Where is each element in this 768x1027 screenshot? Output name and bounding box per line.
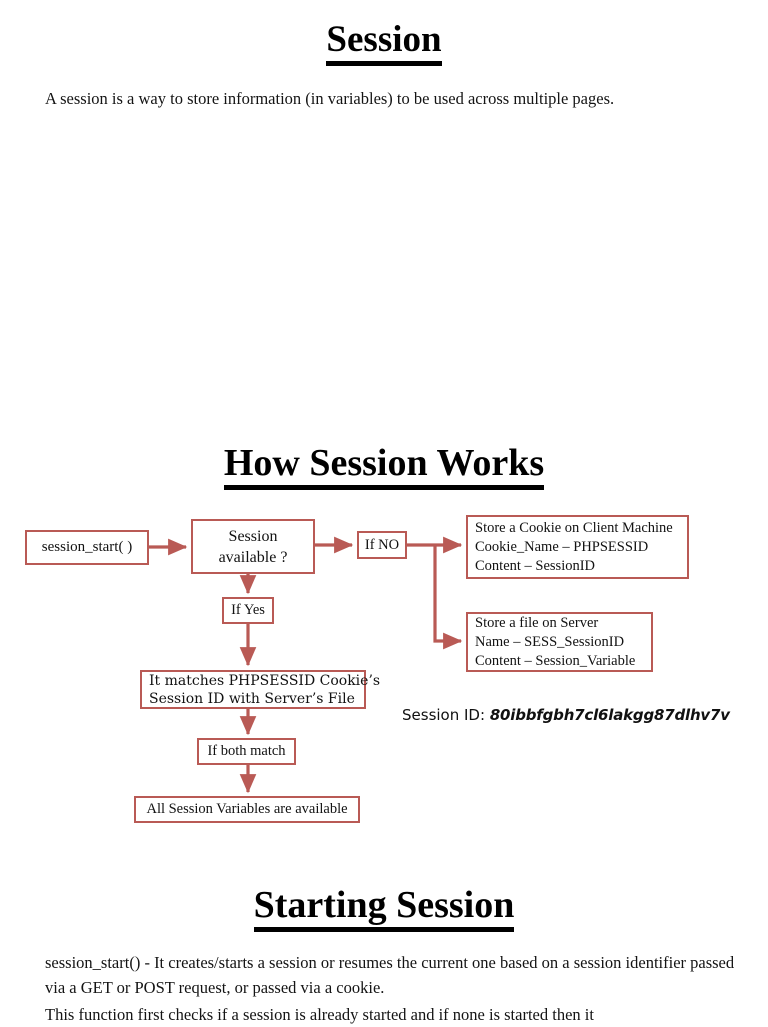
flow-node-all-session-variables-label: All Session Variables are available	[146, 801, 348, 817]
flow-node-store-file-line3: Content – Session_Variable	[475, 652, 636, 669]
flow-node-if-no: If NO	[357, 531, 407, 559]
flow-node-all-session-variables: All Session Variables are available	[134, 796, 360, 823]
session-id-value: 80ibbfgbh7cl6lakgg87dlhv7v	[489, 706, 730, 724]
intro-paragraph: A session is a way to store information …	[45, 89, 615, 108]
arrow-ifno-to-file	[433, 545, 463, 650]
flow-node-if-yes-label: If Yes	[231, 602, 265, 618]
page-title-session: Session	[0, 18, 768, 66]
flow-node-matches-cookie-line2: Session ID with Server’s File	[149, 690, 355, 707]
section-heading-starting-session: Starting Session	[0, 883, 768, 932]
flow-node-if-no-label: If NO	[364, 536, 400, 553]
flow-node-matches-cookie-line1: It matches PHPSESSID Cookie’s	[149, 672, 381, 689]
flow-node-store-file-line2: Name – SESS_SessionID	[475, 633, 625, 650]
flow-node-store-cookie-line1: Store a Cookie on Client Machine	[475, 519, 673, 536]
flow-node-store-cookie: Store a Cookie on Client Machine Cookie_…	[466, 515, 689, 579]
flow-node-session-start-label: session_start( )	[41, 539, 133, 555]
session-id-caption: Session ID: 80ibbfgbh7cl6lakgg87dlhv7v	[402, 706, 730, 724]
session-id-label: Session ID:	[402, 706, 486, 724]
starting-session-paragraph-1: session_start() - It creates/starts a se…	[45, 953, 735, 997]
section-heading-how-session-works-text: How Session Works	[223, 443, 545, 490]
flow-node-session-available-line1: Session	[228, 527, 278, 545]
flow-node-store-cookie-line3: Content – SessionID	[475, 557, 596, 574]
flow-node-if-both-match: If both match	[197, 738, 296, 765]
flow-node-store-cookie-line2: Cookie_Name – PHPSESSID	[475, 538, 649, 555]
starting-session-paragraph-2: This function first checks if a session …	[45, 1005, 594, 1024]
page-title-session-text: Session	[326, 20, 442, 66]
flow-node-session-available: Session available ?	[191, 519, 315, 574]
flow-node-session-available-line2: available ?	[218, 548, 288, 566]
section-heading-how-session-works: How Session Works	[0, 441, 768, 490]
flow-node-store-file: Store a file on Server Name – SESS_Sessi…	[466, 612, 653, 672]
flow-node-session-start: session_start( )	[25, 530, 149, 565]
section-heading-starting-session-text: Starting Session	[253, 885, 515, 932]
flow-node-store-file-line1: Store a file on Server	[475, 614, 599, 631]
flow-node-matches-cookie: It matches PHPSESSID Cookie’s Session ID…	[140, 670, 380, 709]
flow-node-if-yes: If Yes	[222, 597, 274, 624]
flow-node-if-both-match-label: If both match	[207, 743, 286, 759]
